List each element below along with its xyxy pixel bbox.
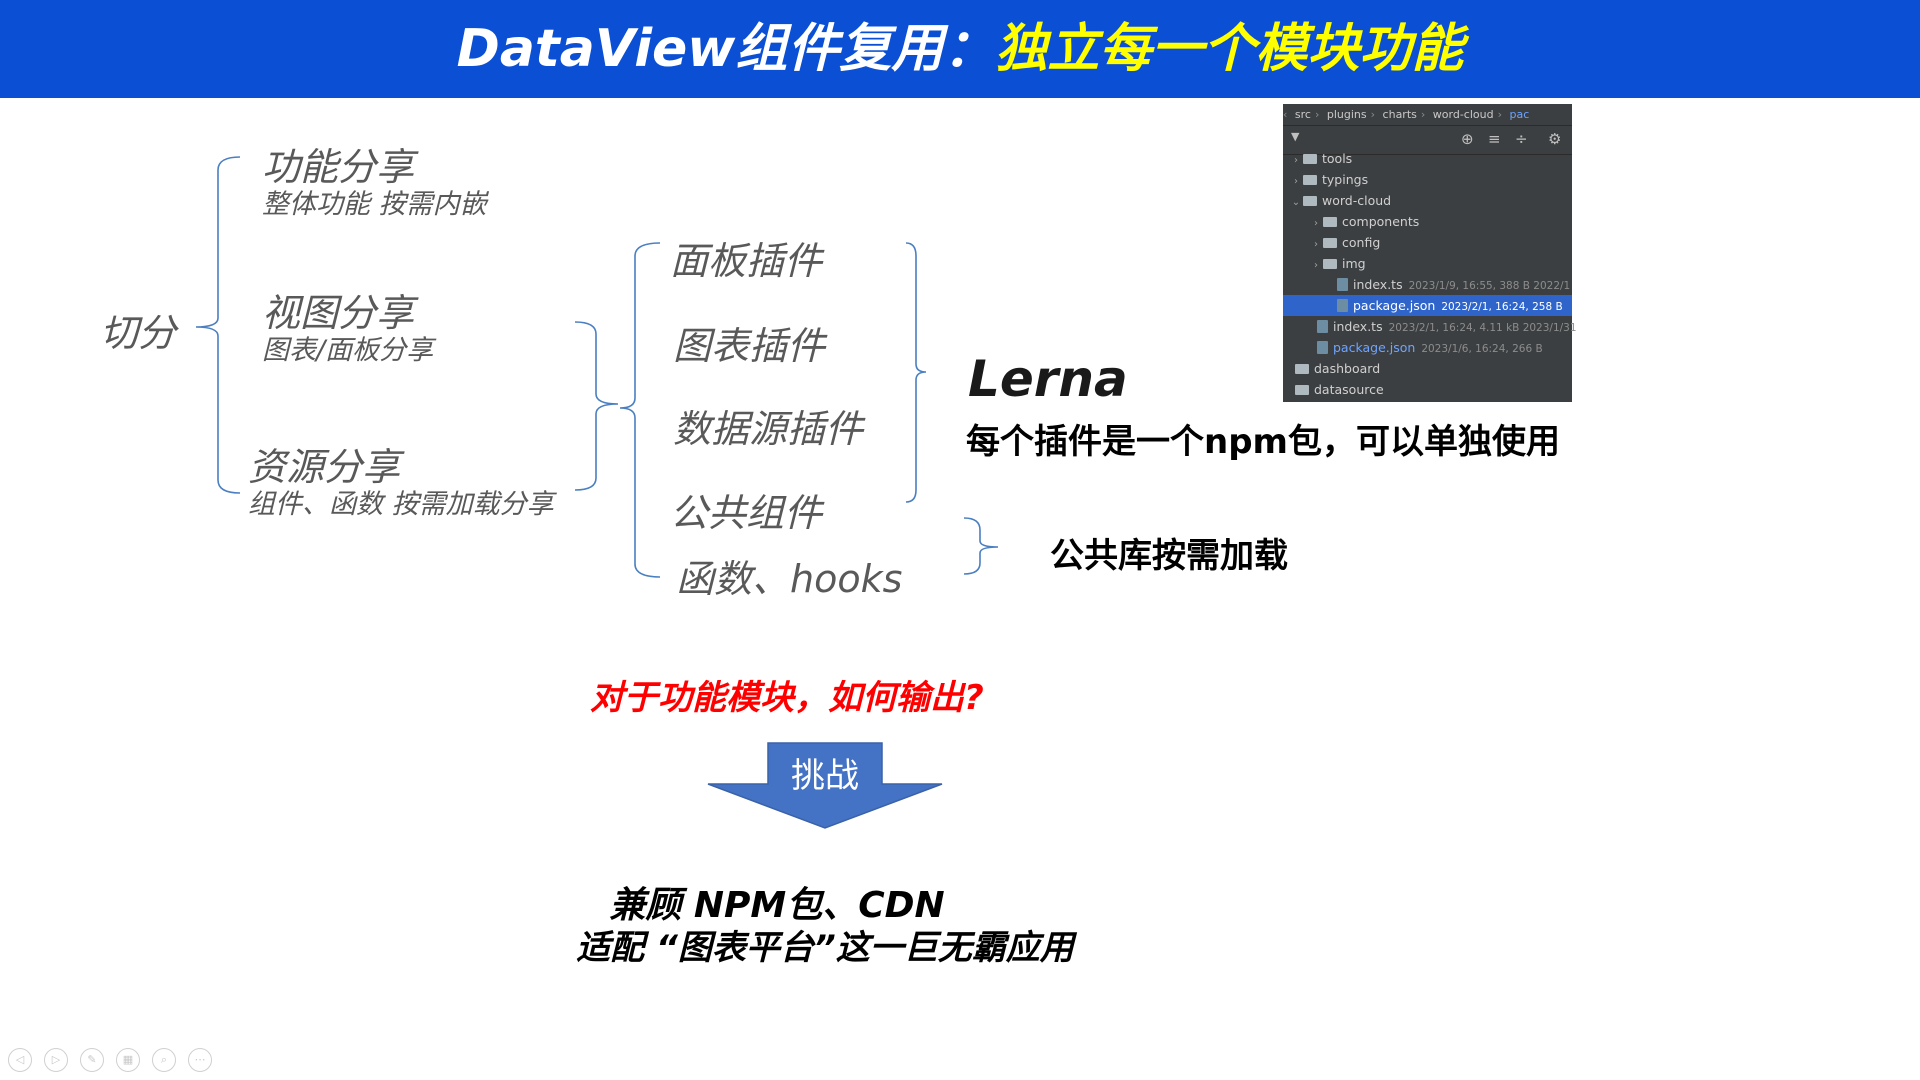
chevron-right-icon: › — [1314, 239, 1318, 250]
folder-icon — [1303, 195, 1317, 206]
chevron-right-icon: › — [1314, 260, 1318, 271]
chevron-right-icon: › — [1294, 155, 1298, 166]
branch-subtitle-function: 整体功能 按需内嵌 — [262, 189, 487, 220]
resource-bracket — [574, 321, 619, 491]
branch-title-resource: 资源分享 — [248, 445, 401, 489]
branch-title-function: 功能分享 — [262, 145, 415, 189]
next-slide-icon[interactable]: ▷ — [44, 1048, 68, 1072]
file-icon — [1317, 320, 1328, 333]
breadcrumb-item[interactable]: charts — [1382, 108, 1417, 121]
plugin-chart: 图表插件 — [673, 324, 826, 368]
more-options-icon[interactable]: ⋯ — [188, 1048, 212, 1072]
challenge-arrow — [707, 742, 943, 829]
tree-item-typings[interactable]: ›typings — [1283, 169, 1572, 190]
ide-breadcrumb: ‹ src› plugins› charts› word-cloud› pac — [1283, 104, 1572, 126]
tree-item-word-cloud[interactable]: ⌄word-cloud — [1283, 190, 1572, 211]
previous-slide-icon[interactable]: ◁ — [8, 1048, 32, 1072]
plugin-panel: 面板插件 — [670, 239, 823, 283]
plugin-functions-hooks: 函数、hooks — [676, 557, 903, 601]
lerna-title: Lerna — [968, 350, 1128, 408]
branch-subtitle-view: 图表/面板分享 — [262, 335, 434, 366]
slides-grid-icon[interactable]: ▦ — [116, 1048, 140, 1072]
answer-line-2: 适配 “图表平台”这一巨无霸应用 — [576, 928, 1074, 968]
question-text: 对于功能模块，如何输出? — [590, 678, 984, 718]
tree-item-img[interactable]: ›img — [1283, 253, 1572, 274]
gear-icon[interactable]: ⚙ — [1548, 130, 1562, 148]
breadcrumb-item[interactable]: pac — [1509, 108, 1530, 121]
collapse-all-icon[interactable]: ÷ — [1515, 130, 1528, 148]
expand-all-icon[interactable]: ≡ — [1488, 130, 1501, 148]
ide-toolbar: ▼ ⊕ ≡ ÷ ⚙ — [1283, 126, 1572, 155]
plugin-common-components: 公共组件 — [670, 491, 823, 535]
common-bracket — [963, 517, 999, 575]
tree-item-datasource[interactable]: datasource — [1283, 379, 1572, 400]
ide-project-tree: ‹ src› plugins› charts› word-cloud› pac … — [1283, 104, 1577, 402]
folder-icon — [1303, 153, 1317, 164]
file-icon — [1337, 299, 1348, 312]
lerna-description: 每个插件是一个npm包，可以单独使用 — [966, 422, 1560, 462]
dropdown-arrow-icon[interactable]: ▼ — [1291, 130, 1300, 143]
breadcrumb-item[interactable]: word-cloud — [1432, 108, 1494, 121]
chevron-right-icon: › — [1314, 218, 1318, 229]
answer-line-1: 兼顾 NPM包、CDN — [609, 885, 945, 926]
locate-icon[interactable]: ⊕ — [1461, 130, 1474, 148]
root-label: 切分 — [100, 311, 177, 355]
pen-icon[interactable]: ✎ — [80, 1048, 104, 1072]
folder-icon — [1323, 237, 1337, 248]
lerna-bracket — [905, 242, 927, 503]
zoom-icon[interactable]: ⌕ — [152, 1048, 176, 1072]
title-main: DataView组件复用： — [456, 19, 996, 79]
chevron-right-icon: › — [1294, 176, 1298, 187]
file-icon — [1337, 278, 1348, 291]
tree-item-components[interactable]: ›components — [1283, 211, 1572, 232]
tree-item-tools[interactable]: ›tools — [1283, 148, 1572, 169]
folder-icon — [1303, 174, 1317, 185]
breadcrumb-item[interactable]: src — [1294, 108, 1311, 121]
tree-item-dashboard[interactable]: dashboard — [1283, 358, 1572, 379]
root-bracket — [195, 156, 241, 494]
challenge-label: 挑战 — [791, 756, 859, 796]
breadcrumb-chevron-icon: ‹ — [1283, 108, 1288, 121]
branch-title-view: 视图分享 — [262, 291, 415, 335]
folder-icon — [1323, 258, 1337, 269]
plugins-bracket — [619, 242, 661, 578]
file-icon — [1317, 341, 1328, 354]
tree-item-config[interactable]: ›config — [1283, 232, 1572, 253]
branch-subtitle-resource: 组件、函数 按需加载分享 — [248, 489, 554, 520]
title-accent: 独立每一个模块功能 — [995, 19, 1464, 79]
breadcrumb-item[interactable]: plugins — [1326, 108, 1367, 121]
folder-icon — [1323, 216, 1337, 227]
title-bar — [0, 0, 1920, 98]
common-lib-label: 公共库按需加载 — [1050, 536, 1288, 576]
chevron-down-icon: ⌄ — [1291, 197, 1301, 208]
slide-title: DataView组件复用：独立每一个模块功能 — [0, 0, 1920, 98]
folder-icon — [1295, 363, 1309, 374]
folder-icon — [1295, 384, 1309, 395]
plugin-datasource: 数据源插件 — [673, 407, 864, 451]
